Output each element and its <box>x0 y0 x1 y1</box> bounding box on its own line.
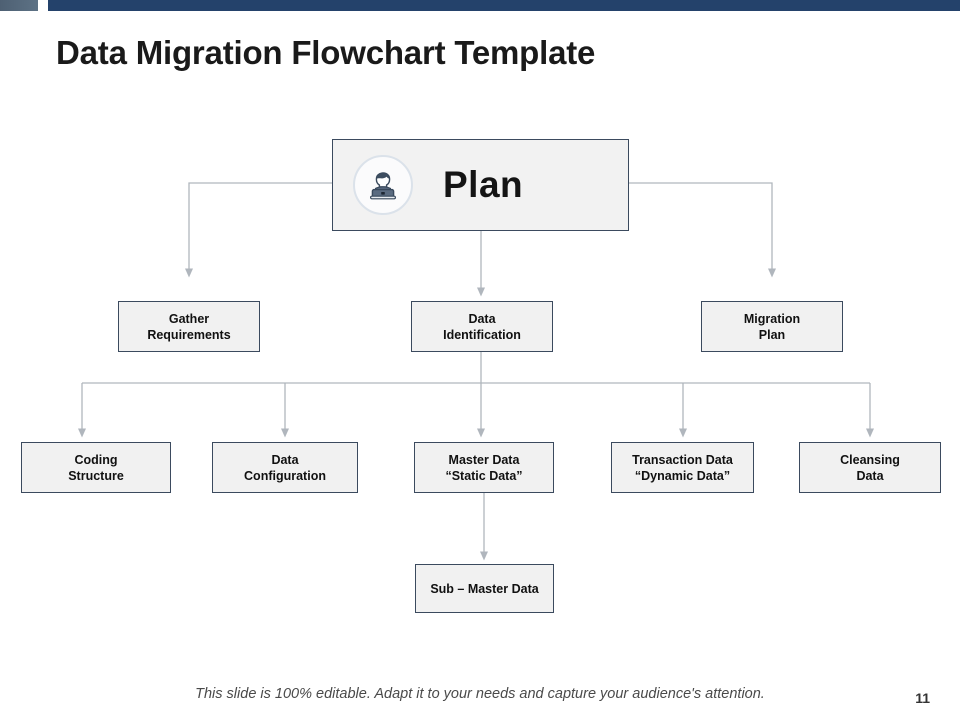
flow-node-migration-plan-label: Migration Plan <box>743 311 801 342</box>
page-title: Data Migration Flowchart Template <box>56 34 596 71</box>
flow-node-data-identification-label: Data Identification <box>443 311 521 342</box>
flow-node-migration-plan[interactable]: Migration Plan <box>701 301 843 352</box>
top-bar-gap <box>38 0 48 11</box>
top-bar-left-accent <box>0 0 38 11</box>
footer-note: This slide is 100% editable. Adapt it to… <box>195 686 765 702</box>
flow-node-coding-structure-label: Coding Structure <box>68 452 124 483</box>
flow-node-transaction-data[interactable]: Transaction Data “Dynamic Data” <box>611 442 754 493</box>
flow-node-cleansing-data-label: Cleansing Data <box>840 452 900 483</box>
top-decorative-bar <box>0 0 960 11</box>
flow-node-data-configuration[interactable]: Data Configuration <box>212 442 358 493</box>
flow-node-data-identification[interactable]: Data Identification <box>411 301 553 352</box>
top-bar-right-band <box>48 0 960 11</box>
flow-node-plan[interactable]: Plan <box>332 139 629 231</box>
page-number: 11 <box>915 690 930 706</box>
flow-node-gather-requirements-label: Gather Requirements <box>147 311 231 342</box>
flow-node-plan-label: Plan <box>443 164 524 205</box>
flow-node-sub-master-data-label: Sub – Master Data <box>430 581 539 596</box>
person-with-laptop-icon <box>353 155 413 215</box>
flow-node-sub-master-data[interactable]: Sub – Master Data <box>415 564 554 613</box>
flow-node-master-data[interactable]: Master Data “Static Data” <box>414 442 554 493</box>
flow-node-gather-requirements[interactable]: Gather Requirements <box>118 301 260 352</box>
flow-node-cleansing-data[interactable]: Cleansing Data <box>799 442 941 493</box>
flow-node-data-configuration-label: Data Configuration <box>244 452 326 483</box>
flow-node-transaction-data-label: Transaction Data “Dynamic Data” <box>632 452 733 483</box>
flow-node-coding-structure[interactable]: Coding Structure <box>21 442 171 493</box>
flow-node-master-data-label: Master Data “Static Data” <box>445 452 523 483</box>
